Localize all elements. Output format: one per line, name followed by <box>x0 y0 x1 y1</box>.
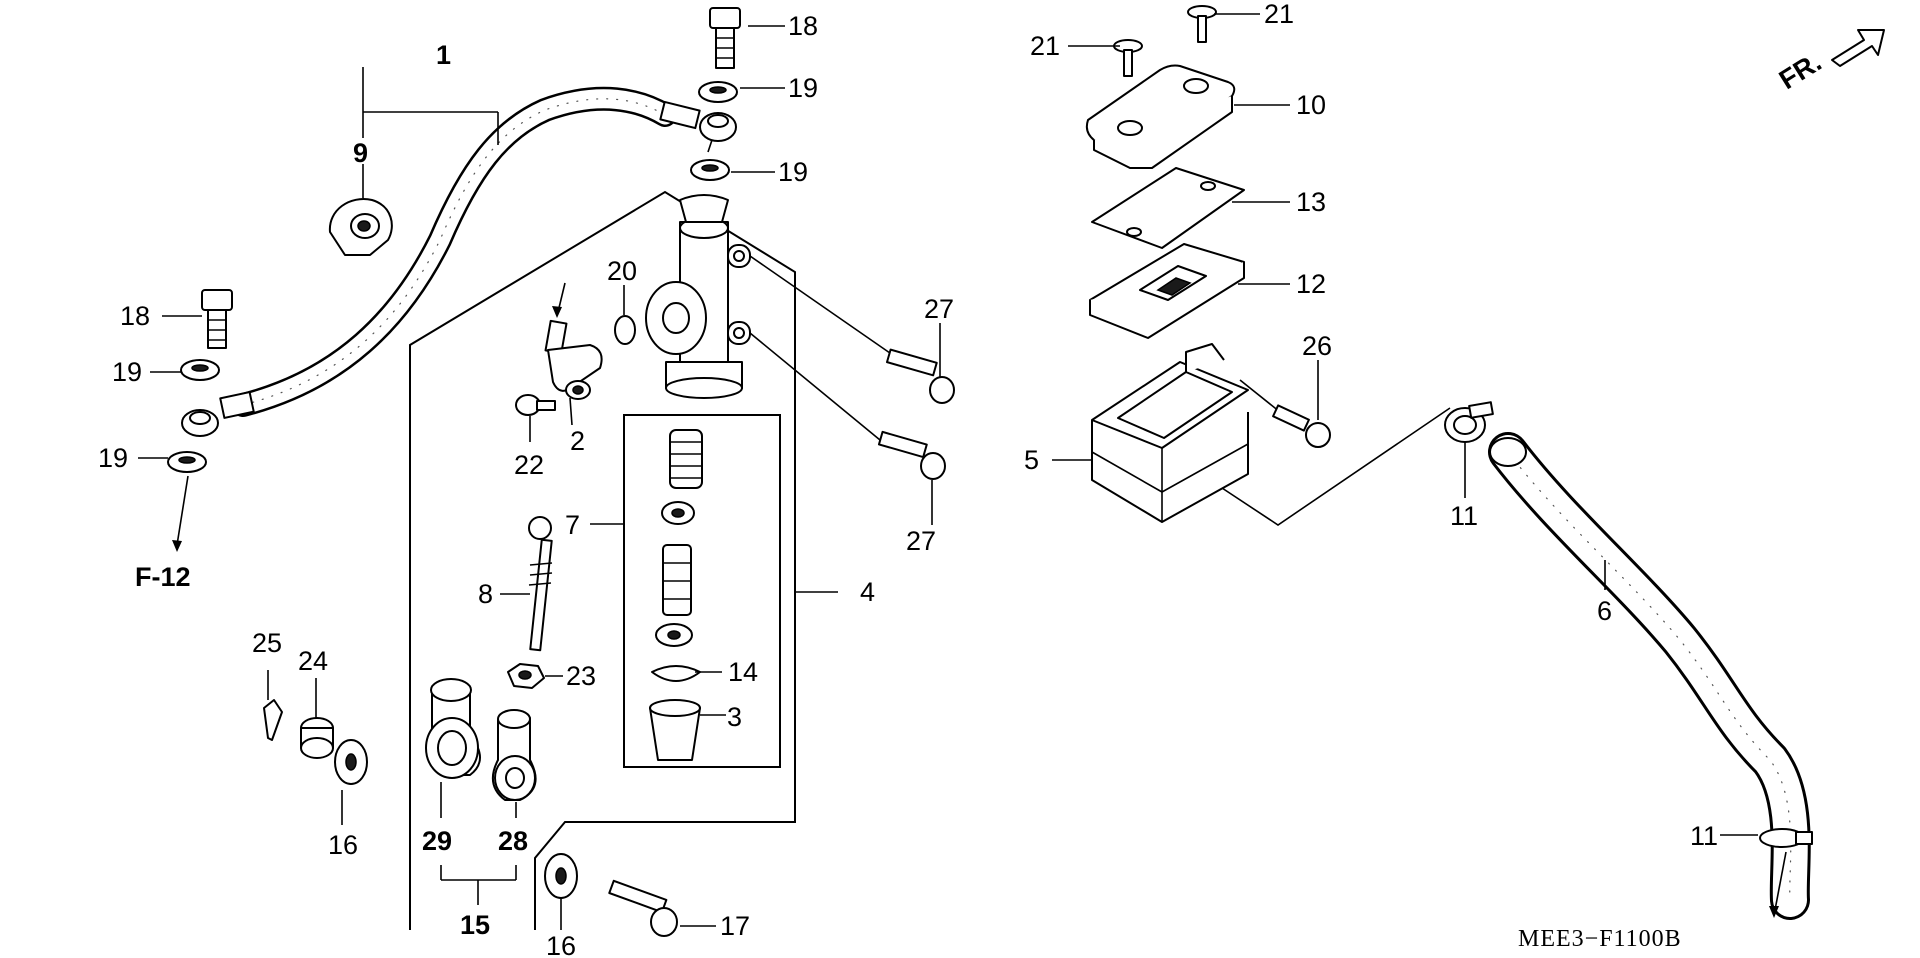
callout-6: 6 <box>1597 596 1612 626</box>
callout-19-b: 19 <box>778 157 808 187</box>
callout-9: 9 <box>353 138 368 168</box>
callout-8: 8 <box>478 579 493 609</box>
o-ring-part-20 <box>614 315 636 345</box>
callout-4: 4 <box>860 577 875 607</box>
mounting-bolt-lower <box>749 332 946 480</box>
callout-12: 12 <box>1296 269 1326 299</box>
callout-11-lower: 11 <box>1690 821 1718 851</box>
reservoir-part-5 <box>1091 343 1249 523</box>
callout-labels: FR. F-12 MEE3−F1100B 1 2 3 4 5 6 7 8 9 1… <box>98 0 1827 958</box>
callout-29: 29 <box>422 826 452 856</box>
callout-27-upper: 27 <box>924 294 954 324</box>
piston-kit <box>649 429 703 761</box>
banjo-bolt-upper <box>709 7 741 69</box>
diagram-code: MEE3−F1100B <box>1518 926 1682 952</box>
callout-21-left: 21 <box>1030 31 1060 61</box>
brake-hose <box>181 86 737 437</box>
callout-19-d: 19 <box>98 443 128 473</box>
reference-label: F-12 <box>135 562 191 592</box>
push-rod-part-8 <box>528 516 553 652</box>
callout-16-right: 16 <box>546 931 576 958</box>
callout-20: 20 <box>607 256 637 286</box>
diaphragm-part-12 <box>1089 243 1245 339</box>
callout-13: 13 <box>1296 187 1326 217</box>
bolt-part-26 <box>1239 379 1331 448</box>
reservoir-cap-part-10 <box>1085 64 1236 169</box>
sealing-washers <box>167 81 738 473</box>
callout-22: 22 <box>514 450 544 480</box>
callout-21-right: 21 <box>1264 0 1294 29</box>
washer-part-16-right <box>544 853 578 899</box>
callout-19-c: 19 <box>112 357 142 387</box>
direction-label: FR. <box>1774 47 1827 95</box>
callout-7: 7 <box>565 510 580 540</box>
callout-18-lower: 18 <box>120 301 150 331</box>
reservoir-feed-line <box>1221 407 1451 526</box>
diaphragm-plate-part-13 <box>1091 167 1245 249</box>
screws-part-21 <box>1113 5 1217 77</box>
callout-10: 10 <box>1296 90 1326 120</box>
collar-part-24 <box>300 717 334 759</box>
mounting-bolt-upper <box>749 255 955 404</box>
callout-25: 25 <box>252 628 282 658</box>
callout-18-upper: 18 <box>788 11 818 41</box>
callout-14: 14 <box>728 657 758 687</box>
callout-1: 1 <box>436 40 451 70</box>
washer-part-16-left <box>334 739 368 785</box>
callout-16-left: 16 <box>328 830 358 860</box>
callout-19-a: 19 <box>788 73 818 103</box>
leader-lines <box>138 13 1787 930</box>
reservoir-hose-part-6 <box>1488 432 1811 920</box>
bolt-part-17 <box>608 879 678 937</box>
callout-23: 23 <box>566 661 596 691</box>
hose-clip-upper <box>1444 401 1494 443</box>
callout-27-lower: 27 <box>906 526 936 556</box>
joint-part-28 <box>491 709 537 801</box>
cotter-pin-part-25 <box>263 699 283 741</box>
front-direction-arrow-icon <box>1831 29 1885 67</box>
screw-part-22 <box>515 394 556 416</box>
joint-part-29 <box>425 678 481 779</box>
banjo-bolt-lower <box>201 289 233 349</box>
callout-28: 28 <box>498 826 528 856</box>
callout-3: 3 <box>727 702 742 732</box>
callout-5: 5 <box>1024 445 1039 475</box>
callout-11-upper: 11 <box>1450 501 1478 531</box>
callout-26: 26 <box>1302 331 1332 361</box>
master-cylinder-body <box>645 194 751 399</box>
assembly-frame-master-cylinder <box>409 190 796 930</box>
hose-clamp-part-9 <box>328 198 393 256</box>
callout-15: 15 <box>460 910 490 940</box>
callout-17: 17 <box>720 911 750 941</box>
lock-nut-part-23 <box>507 663 545 689</box>
hose-clip-lower <box>1759 828 1813 848</box>
callout-2: 2 <box>570 426 585 456</box>
hose-joint-part-2 <box>544 319 603 400</box>
callout-24: 24 <box>298 646 328 676</box>
